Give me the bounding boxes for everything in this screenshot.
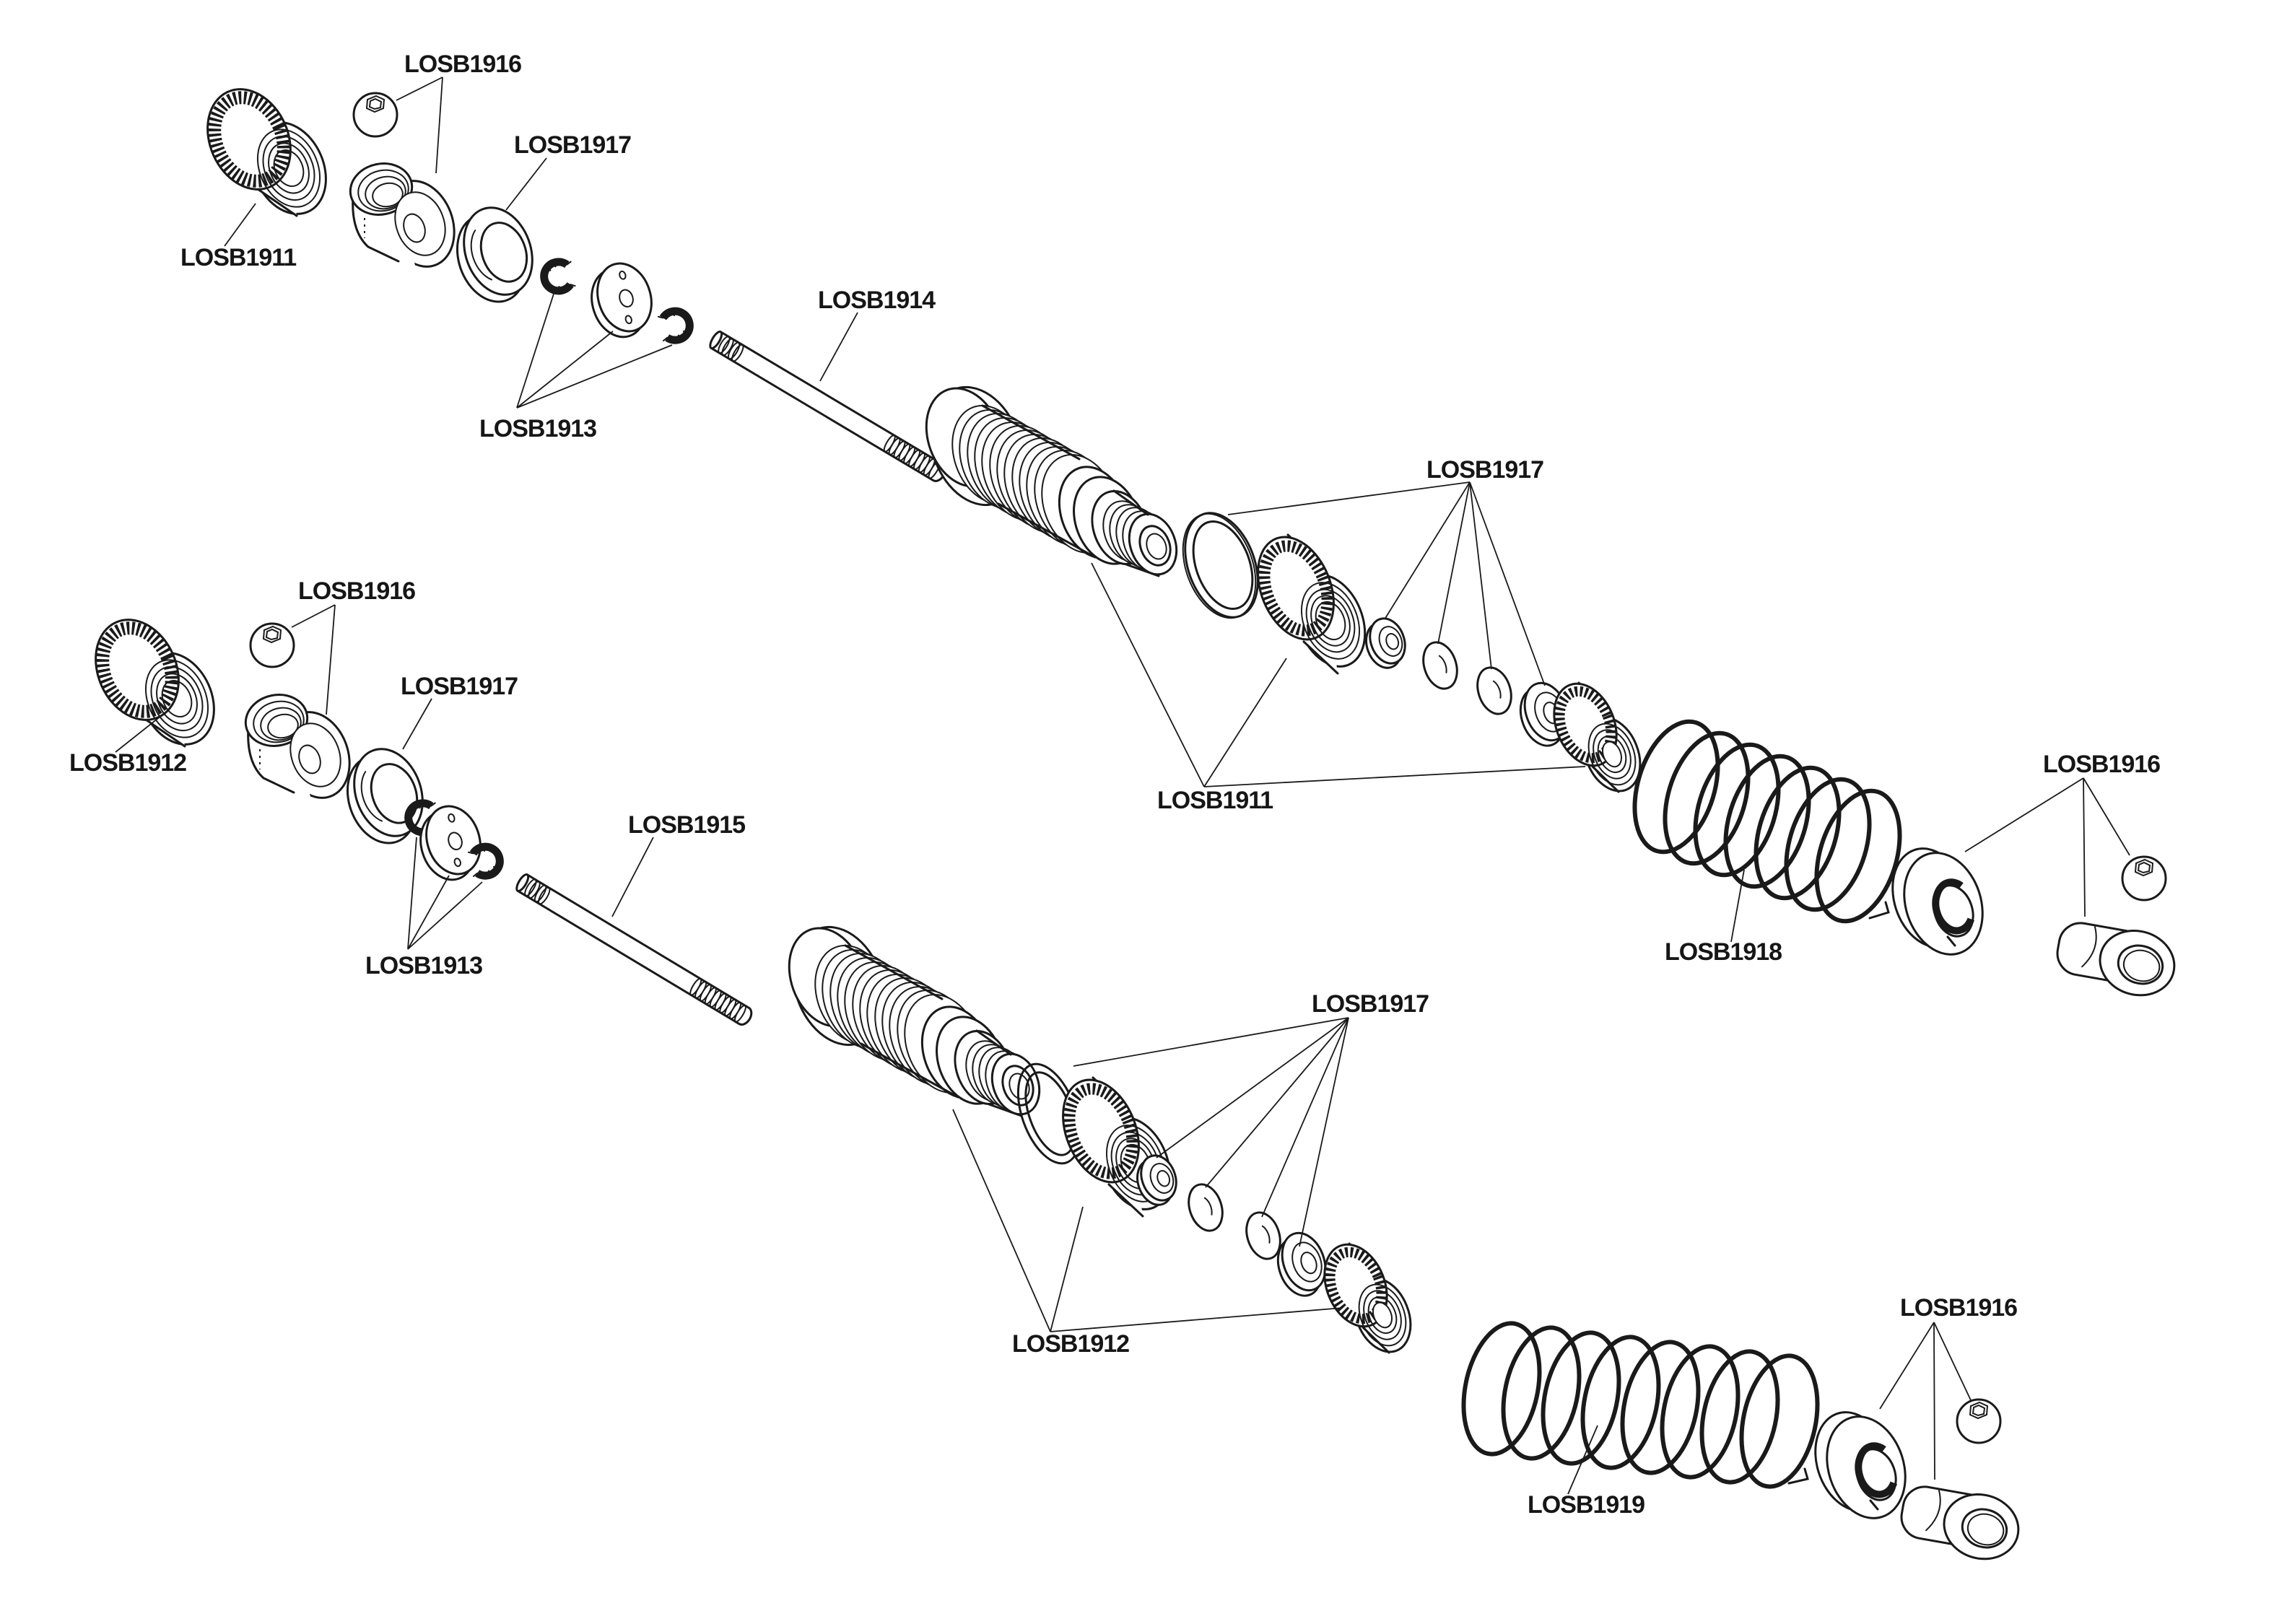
part-label: LOSB1913 [365, 952, 482, 979]
part-rod-ball-lower [1956, 1398, 2002, 1444]
leader-line [1437, 481, 1471, 645]
part-cap-bushing-lower [240, 688, 362, 809]
assembly-lower-shock [80, 606, 2028, 1569]
leader-line [435, 77, 443, 174]
leader-line [1933, 1322, 1935, 1480]
part-label: LOSB1916 [2043, 751, 2160, 778]
leader-line [1469, 481, 1546, 686]
part-spring-cup-lower [1803, 1402, 1918, 1529]
part-oring-upper [1182, 512, 1259, 619]
part-label: LOSB1916 [1900, 1294, 2017, 1322]
part-shock-cap-upper [192, 76, 339, 226]
leader-line [1073, 1017, 1349, 1067]
leader-line [115, 712, 165, 753]
part-eclip-a-upper [542, 260, 576, 293]
part-shaft-washer-1-lower [1182, 1179, 1229, 1236]
part-label: LOSB1917 [1426, 456, 1543, 484]
leader-line [1091, 562, 1205, 787]
part-label: LOSB1913 [479, 415, 596, 442]
part-label: LOSB1916 [404, 51, 521, 78]
leader-line [2083, 777, 2086, 917]
leader-line [611, 837, 654, 917]
part-shock-cap-lower [80, 606, 227, 756]
leader-line [1879, 1322, 1935, 1410]
part-mount-ball-upper [352, 92, 398, 138]
part-rod-end-upper [2047, 908, 2184, 1005]
part-label: LOSB1917 [1312, 990, 1429, 1018]
leader-lines [115, 77, 2130, 1495]
part-seal-nut-lower [1313, 1235, 1421, 1360]
part-shock-body-lower [775, 913, 1049, 1122]
leader-line [1050, 1307, 1343, 1332]
leader-line [1299, 1017, 1349, 1247]
part-shaft-washer-2-upper [1471, 662, 1518, 720]
leader-line [1050, 1206, 1084, 1332]
leader-line [819, 312, 858, 382]
leader-line [1469, 481, 1492, 670]
part-label: LOSB1912 [69, 749, 186, 777]
part-label: LOSB1916 [298, 577, 415, 605]
leader-line [516, 291, 555, 409]
part-label: LOSB1915 [628, 811, 745, 839]
part-eclip-b-upper [658, 308, 692, 343]
leader-line [1227, 481, 1471, 515]
part-labels: LOSB1916LOSB1917LOSB1911LOSB1913LOSB1914… [69, 51, 2161, 1519]
part-rod-ball-upper [2121, 855, 2167, 902]
leader-line [1205, 1017, 1349, 1188]
leader-line [326, 604, 336, 715]
leader-line [396, 77, 443, 101]
leader-line [224, 203, 256, 247]
part-cap-seal-upper [443, 196, 547, 313]
leader-line [1261, 1017, 1349, 1218]
leader-line [1964, 777, 2084, 852]
part-label: LOSB1914 [818, 287, 936, 314]
part-cap-bushing-upper [344, 157, 467, 278]
part-label: LOSB1912 [1012, 1330, 1129, 1358]
leader-line [407, 837, 417, 950]
leader-line [407, 881, 483, 950]
part-spring-lower [1452, 1317, 1829, 1494]
part-shock-shaft-lower [513, 871, 756, 1029]
leader-line [516, 331, 614, 409]
leader-line [1567, 1425, 1598, 1495]
assembly-upper-shock [192, 76, 2184, 1005]
part-shaft-washer-1-upper [1416, 637, 1464, 694]
leader-line [1156, 1017, 1349, 1158]
leader-line [952, 1109, 1051, 1332]
leader-line [1384, 481, 1471, 620]
part-shaft-seal-1-upper [1358, 612, 1413, 674]
part-seal-nut-upper [1543, 674, 1650, 799]
part-label: LOSB1917 [401, 673, 518, 700]
part-shock-body-upper [912, 373, 1186, 582]
part-piston-upper [580, 255, 663, 346]
part-adjuster-collar-upper [1244, 525, 1378, 676]
leader-line [1203, 658, 1287, 787]
leader-line [1730, 869, 1745, 943]
part-label: LOSB1917 [514, 131, 631, 159]
leader-line [2083, 777, 2130, 856]
leader-line [402, 698, 432, 750]
part-mount-ball-lower [249, 622, 295, 668]
part-label: LOSB1911 [180, 244, 296, 271]
leader-line [1203, 766, 1586, 787]
part-label: LOSB1919 [1528, 1491, 1644, 1519]
part-label: LOSB1918 [1665, 938, 1782, 966]
leader-line [291, 604, 336, 628]
part-spring-upper [1620, 712, 1914, 932]
leader-line [516, 344, 673, 409]
leader-line [505, 157, 547, 211]
part-shock-shaft-upper [707, 328, 950, 485]
leader-line [1933, 1322, 1972, 1401]
leader-line [407, 875, 450, 950]
part-label: LOSB1911 [1157, 787, 1273, 814]
part-rod-end-lower [1891, 1472, 2028, 1569]
